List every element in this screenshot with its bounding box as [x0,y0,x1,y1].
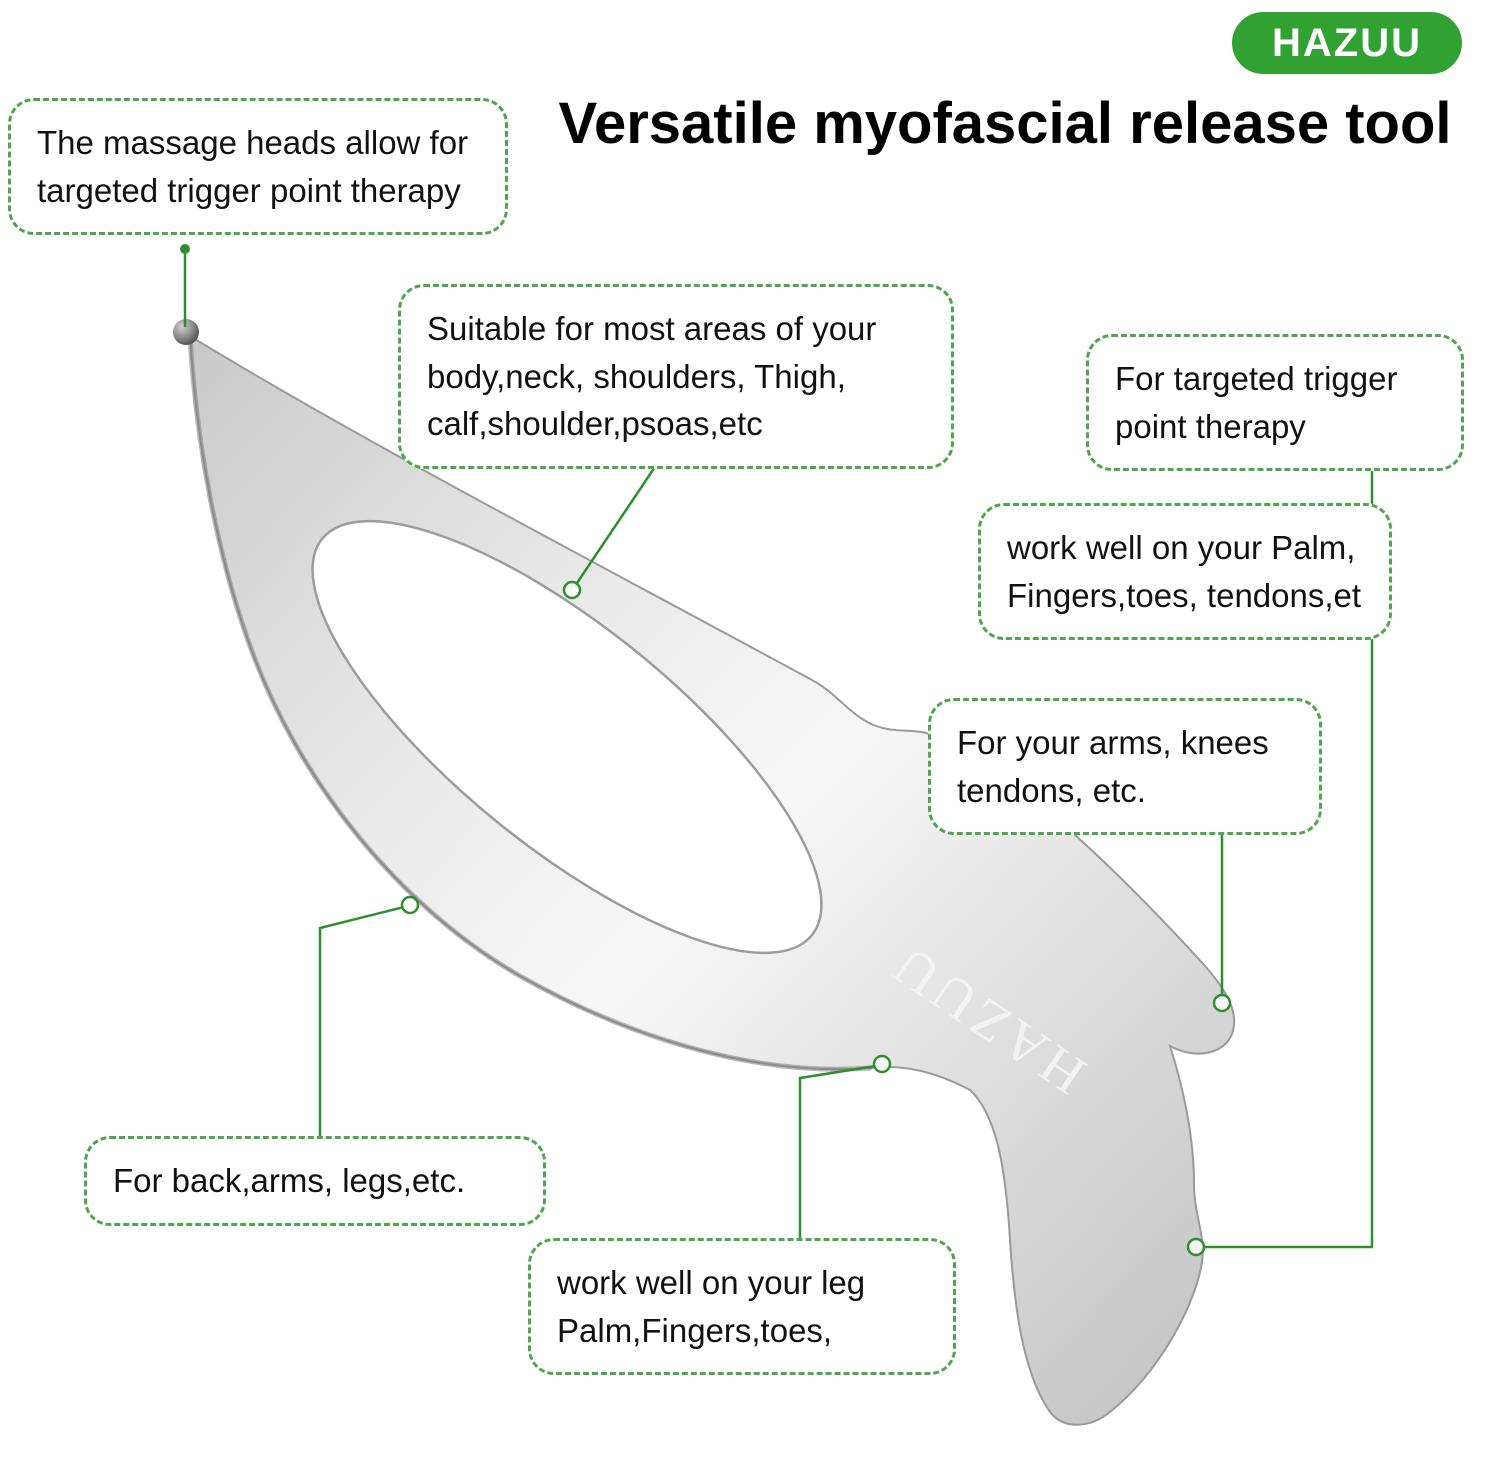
callout-suitable-areas: Suitable for most areas of your body,nec… [398,284,954,469]
callout-arms-knees: For your arms, knees tendons, etc. [928,698,1322,836]
connection-marker [872,1054,892,1074]
connection-marker [400,895,420,915]
leader-line-back [318,905,405,1140]
callout-massage-heads: The massage heads allow for targeted tri… [8,98,508,236]
connection-markers [400,580,1232,1257]
connection-marker [1212,993,1232,1013]
callout-palm-fingers: work well on your Palm, Fingers,toes, te… [978,503,1392,641]
callout-leg-palm: work well on your leg Palm,Fingers,toes, [528,1238,956,1376]
connection-marker [1186,1237,1206,1257]
brand-badge: HAZUU [1232,12,1462,74]
connection-marker [562,580,582,600]
callout-back-arms-legs: For back,arms, legs,etc. [84,1136,546,1226]
leader-line-targeted [1202,452,1374,1249]
callout-trigger-point: For targeted trigger point therapy [1086,334,1464,472]
tool-cutout [311,519,823,955]
page-title: Versatile myofascial release tool [558,91,1452,156]
leader-line-leg [798,1064,877,1242]
leader-dot [180,244,190,254]
tool-tip-ball-icon [173,319,199,345]
leader-line-suitable [573,451,667,587]
leader-lines [183,246,1374,1249]
tool-edge-bevel [187,333,873,1072]
